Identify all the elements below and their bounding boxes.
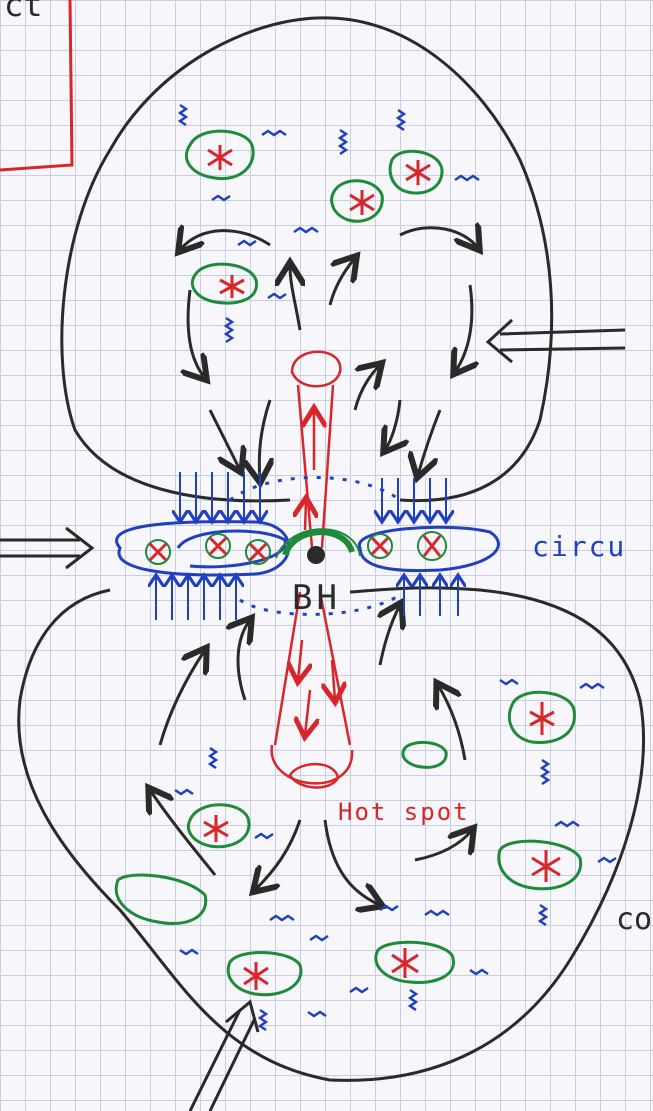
jet [272, 352, 352, 788]
black-hole-label: BH [292, 578, 341, 618]
hot-spot-label: Hot spot [338, 798, 470, 826]
field-ticks-top [180, 472, 446, 522]
corner-label: ct [4, 0, 43, 24]
arrow-right-inflow [0, 528, 92, 568]
upper-lobe [62, 18, 552, 501]
corner-frame [0, 0, 72, 170]
accretion-disk [117, 522, 499, 575]
arrow-left-inflow [488, 320, 625, 362]
radiation-squiggles [175, 105, 616, 1030]
circumnuclear-label: circu [532, 530, 626, 563]
arrow-bottom-inflow [190, 1002, 258, 1111]
flow-arrows-lower [150, 605, 472, 905]
cocoon-label: co [616, 902, 652, 937]
black-hole [307, 546, 325, 564]
star-clusters [116, 131, 580, 995]
